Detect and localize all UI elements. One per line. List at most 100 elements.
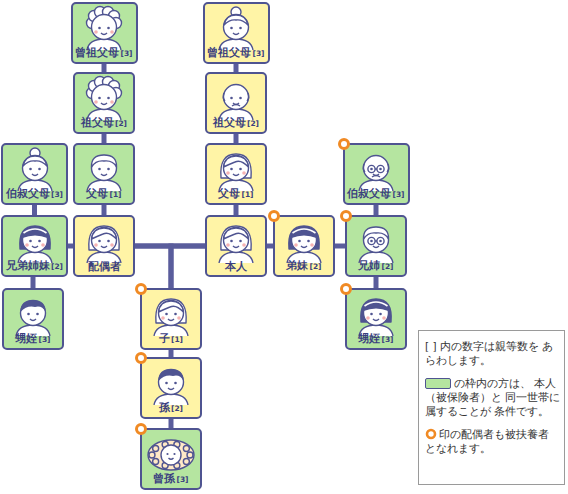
relation-name: 父母 [86, 187, 108, 199]
family-line [169, 419, 174, 428]
label-line: 曾孫[3] [142, 470, 200, 486]
degree-number: [2] [171, 404, 183, 413]
face-drawing [219, 226, 253, 263]
family-member-box: 伯叔父母[3] [343, 143, 410, 205]
person-illustration [142, 430, 200, 476]
legend-item: の枠内の方は、 本人（被保険者）と 同一世帯に属することが 条件です。 [425, 376, 561, 418]
relation-name: 孫 [159, 401, 170, 413]
degree-number: [3] [252, 49, 264, 58]
family-member-box: 兄姉[2] [345, 215, 407, 277]
face-drawing [219, 7, 253, 50]
label-line: 子[1] [142, 330, 200, 346]
degree-number: [3] [392, 190, 404, 199]
family-member-box: 曾祖父母[3] [203, 2, 270, 64]
person-illustration [6, 145, 64, 191]
relation-name: 甥姪 [358, 332, 380, 344]
relation-name: 子 [159, 332, 170, 344]
family-line [135, 246, 171, 288]
family-line [335, 244, 345, 249]
degree-number: [2] [115, 119, 127, 128]
spouse-marker [134, 282, 148, 296]
face-drawing [359, 227, 393, 263]
face-drawing [16, 300, 50, 336]
face-drawing [219, 85, 253, 121]
person-illustration [207, 145, 265, 191]
relation-name: 祖父母 [81, 116, 114, 128]
label-line: 伯叔父母[3] [345, 185, 408, 201]
face-drawing [287, 226, 321, 263]
degree-number: [3] [176, 475, 188, 484]
family-member-box: 伯叔父母[3] [1, 143, 68, 205]
relation-name: 伯叔父母 [347, 187, 391, 199]
relation-name: 曾祖父母 [75, 46, 119, 58]
family-line [234, 134, 239, 143]
person-illustration [75, 4, 133, 50]
family-line [374, 277, 379, 288]
degree-number: [2] [247, 119, 259, 128]
family-member-box: 祖父母[2] [73, 72, 135, 134]
degree-number: [2] [309, 262, 321, 271]
spouse-marker [339, 282, 353, 296]
face-drawing [148, 440, 194, 470]
person-illustration [347, 145, 405, 191]
family-line [374, 205, 379, 215]
marker-sample [425, 428, 437, 440]
family-line [32, 205, 37, 215]
family-member-box: 配偶者 [73, 215, 135, 277]
person-illustration [4, 290, 62, 336]
family-member-box: 孫[2] [140, 357, 202, 419]
label-line: 配偶者 [75, 258, 133, 273]
degree-number: [1] [109, 190, 121, 199]
face-drawing [87, 7, 122, 51]
spouse-marker [337, 137, 351, 151]
degree-number: [3] [381, 335, 393, 344]
relation-name: 弟妹 [286, 259, 308, 271]
label-line: 兄姉[2] [347, 257, 405, 273]
label-line: 父母[1] [207, 185, 265, 201]
relation-name: 曾祖父母 [207, 46, 251, 58]
person-illustration [275, 217, 333, 263]
person-illustration [207, 4, 265, 50]
legend-panel: [ ] 内の数字は親等数を あらわします。の枠内の方は、 本人（被保険者）と 同… [418, 330, 565, 485]
family-line [102, 205, 107, 215]
label-line: 甥姪[3] [347, 330, 405, 346]
relation-name: 配偶者 [88, 260, 121, 272]
relation-name: 伯叔父母 [6, 187, 50, 199]
label-line: 祖父母[2] [75, 114, 133, 130]
face-drawing [154, 299, 188, 336]
label-line: 本人 [207, 258, 265, 273]
degree-number: [1] [171, 335, 183, 344]
legend-item: 印の配偶者も被扶養者 となれます。 [425, 427, 561, 455]
degree-number: [3] [51, 190, 63, 199]
family-member-box: 兄弟姉妹[2] [1, 215, 68, 277]
relation-name: 本人 [225, 260, 247, 272]
family-line [31, 277, 36, 288]
person-illustration [75, 145, 133, 191]
relation-name: 祖父母 [213, 116, 246, 128]
family-member-box: 弟妹[2] [273, 215, 335, 277]
relation-name: 兄弟姉妹 [6, 259, 50, 271]
person-illustration [6, 217, 64, 263]
face-drawing [154, 369, 188, 405]
person-illustration [207, 74, 265, 120]
face-drawing [359, 299, 393, 336]
person-illustration [347, 217, 405, 263]
spouse-marker [134, 351, 148, 365]
relation-name: 曾孫 [153, 472, 175, 484]
family-line [169, 350, 174, 357]
family-member-box: 父母[1] [205, 143, 267, 205]
family-line [102, 64, 107, 72]
person-illustration [207, 217, 265, 263]
relation-name: 兄姉 [358, 259, 380, 271]
relation-name: 父母 [218, 187, 240, 199]
person-illustration [142, 359, 200, 405]
family-member-box: 甥姪[3] [345, 288, 407, 350]
person-illustration [75, 74, 133, 120]
degree-number: [2] [381, 262, 393, 271]
degree-number: [2] [51, 262, 63, 271]
label-line: 曾祖父母[3] [205, 44, 268, 60]
legend-text: 印の配偶者も被扶養者 となれます。 [425, 428, 549, 454]
family-member-box: 子[1] [140, 288, 202, 350]
label-line: 弟妹[2] [275, 257, 333, 273]
label-line: 孫[2] [142, 399, 200, 415]
